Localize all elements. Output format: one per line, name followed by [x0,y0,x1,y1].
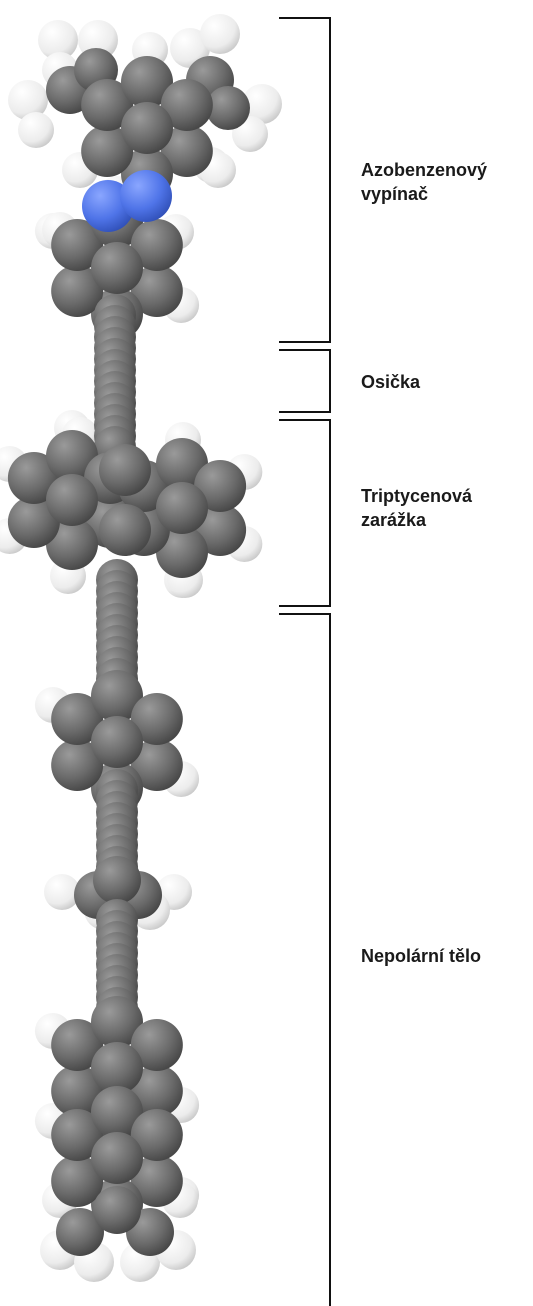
carbon-atom [91,716,143,768]
bracket-nonpolar-body [279,614,330,1306]
bracket-axle [279,350,330,412]
carbon-atom [91,242,143,294]
carbon-atom [121,102,173,154]
nitrogen-atom [120,170,172,222]
carbon-atom [91,1132,143,1184]
bracket-azobenzene-switch [279,18,330,342]
carbon-atom [99,504,151,556]
carbon-atom [156,482,208,534]
label-azobenzene-line1: Azobenzenový [361,160,487,180]
label-azobenzene-line2: vypínač [361,184,428,204]
label-azobenzene-switch: Azobenzenový vypínač [361,158,487,206]
bracket-triptycene-stopper [279,420,330,606]
label-axle: Osička [361,370,420,394]
label-triptycene-line2: zarážka [361,510,426,530]
label-triptycene-line1: Triptycenová [361,486,472,506]
carbon-atom [99,444,151,496]
carbon-atom [93,1186,141,1234]
hydrogen-atom [200,14,240,54]
label-nonpolar-body: Nepolární tělo [361,944,481,968]
carbon-atom [93,856,141,904]
carbon-atom [46,474,98,526]
label-triptycene-stopper: Triptycenová zarážka [361,484,472,532]
hydrogen-atom [18,112,54,148]
